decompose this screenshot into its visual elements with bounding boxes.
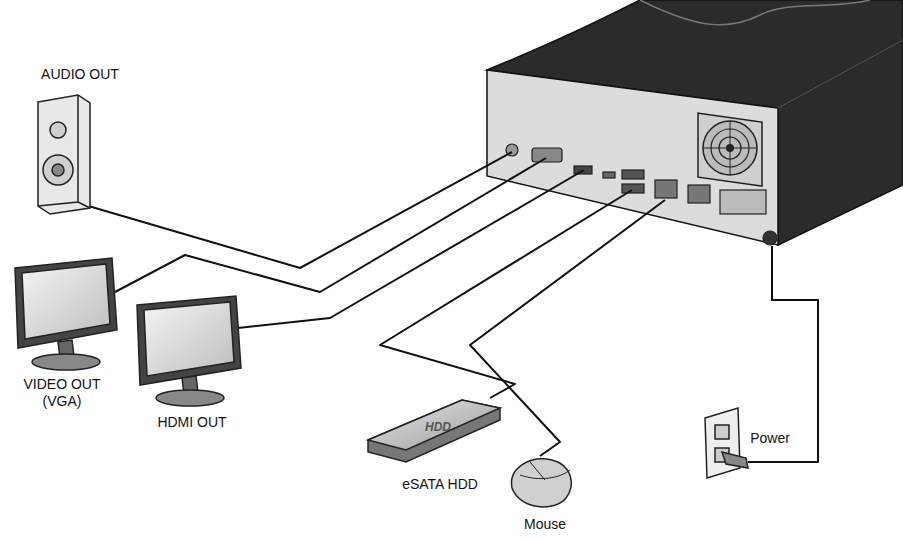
- fan-grille: [698, 113, 762, 186]
- wall-outlet: [705, 408, 748, 478]
- part-label: Power: [750, 430, 790, 447]
- speaker: [38, 95, 90, 214]
- external-hdd: [368, 400, 500, 462]
- part-label: Mouse: [524, 516, 566, 533]
- part-label: eSATA HDD: [402, 476, 478, 493]
- part-label: VIDEO OUT (VGA): [20, 376, 104, 410]
- part-label: HDD: [425, 419, 451, 436]
- part-label: HDMI OUT: [157, 414, 226, 431]
- cables: [85, 152, 818, 462]
- part-label: AUDIO OUT: [41, 66, 119, 83]
- hdmi-monitor: [137, 296, 241, 406]
- mouse: [512, 459, 572, 507]
- recorder-unit: [487, 0, 903, 245]
- rear-ports: [506, 144, 777, 245]
- vga-monitor: [15, 258, 117, 370]
